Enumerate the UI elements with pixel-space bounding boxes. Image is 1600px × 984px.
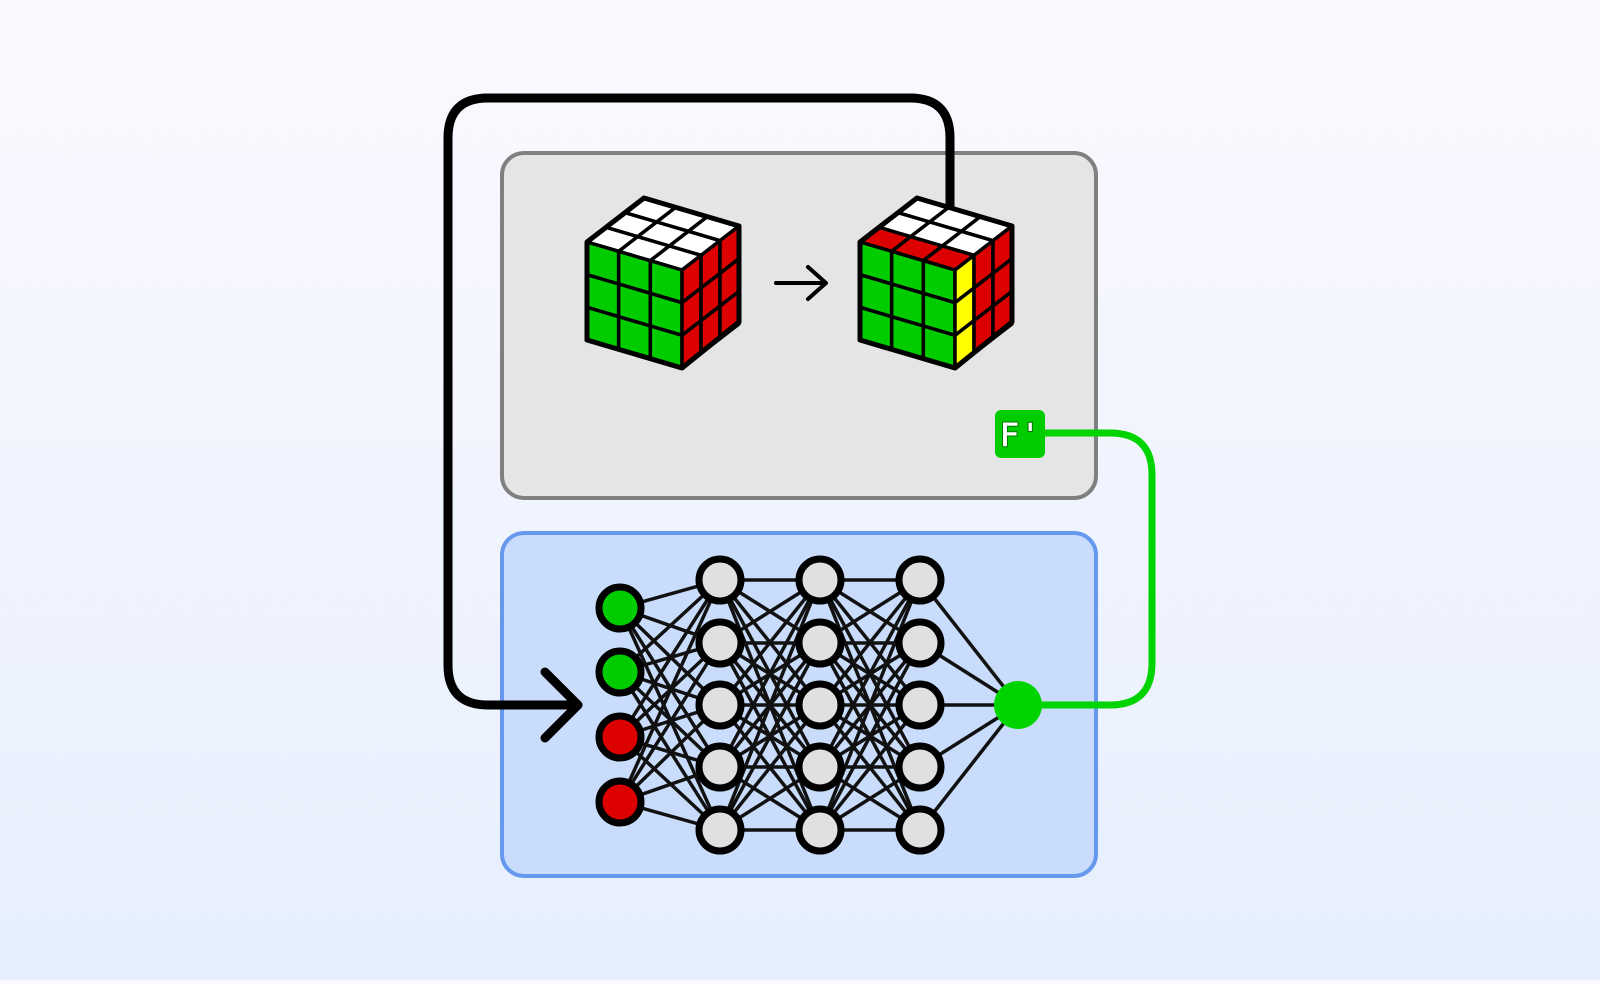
cube-after <box>857 195 1015 371</box>
input-neuron <box>595 647 645 697</box>
input-neuron <box>595 777 645 827</box>
connection <box>618 579 722 738</box>
cube-outline <box>857 195 1015 371</box>
hidden-neuron <box>795 680 845 730</box>
hidden-neuron <box>695 618 745 668</box>
connection <box>818 578 922 707</box>
connection <box>718 579 822 768</box>
hidden-neuron <box>895 805 945 855</box>
hidden-neuron <box>895 618 945 668</box>
input-neuron <box>595 583 645 633</box>
connection <box>718 579 822 831</box>
right-arrow-icon <box>774 265 828 301</box>
connection <box>818 642 922 831</box>
connection <box>818 579 922 831</box>
connection <box>618 642 722 803</box>
move-badge-bg <box>995 410 1045 458</box>
connection <box>618 579 722 803</box>
connection <box>718 578 822 707</box>
connection <box>718 642 822 831</box>
hidden-neuron <box>695 742 745 792</box>
hidden-neuron <box>795 618 845 668</box>
connection <box>918 703 1020 832</box>
state-input-arrow-icon <box>540 667 583 743</box>
hidden-neuron <box>795 742 845 792</box>
hidden-neuron <box>795 555 845 605</box>
move-label: F' <box>1000 416 1041 456</box>
state-feedback-line <box>443 93 955 710</box>
connection <box>718 703 822 832</box>
hidden-neuron <box>695 805 745 855</box>
hidden-neuron <box>895 680 945 730</box>
network-neurons <box>595 555 1042 855</box>
action-line <box>1016 429 1156 709</box>
hidden-neuron <box>795 805 845 855</box>
hidden-neuron <box>695 555 745 605</box>
hidden-neuron <box>695 680 745 730</box>
connection <box>918 578 1020 707</box>
move-badge: F' <box>995 410 1045 458</box>
input-neuron <box>595 712 645 762</box>
hidden-neuron <box>895 555 945 605</box>
output-neuron <box>994 681 1042 729</box>
cube-outline <box>584 195 742 371</box>
connection <box>818 579 922 768</box>
hidden-neuron <box>895 742 945 792</box>
cube-before <box>584 195 742 371</box>
connection <box>818 703 922 832</box>
